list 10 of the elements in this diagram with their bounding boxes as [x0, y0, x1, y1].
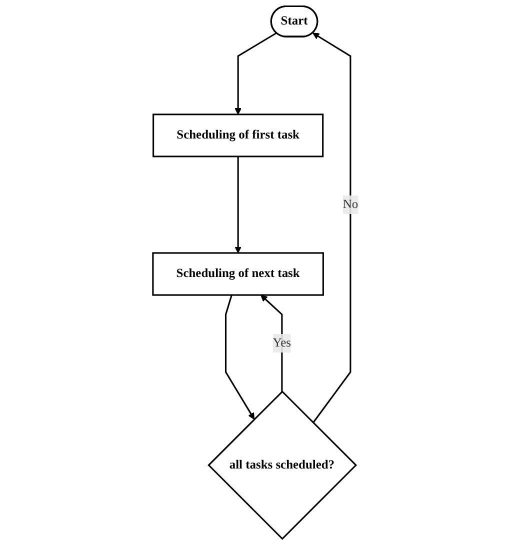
node-diamond: all tasks scheduled? — [208, 390, 358, 540]
arrow — [260, 294, 283, 392]
node-box: Scheduling of next task — [152, 252, 324, 296]
arrow — [312, 32, 352, 424]
edge-label: No — [342, 198, 358, 211]
node-box: Scheduling of first task — [152, 114, 324, 158]
arrow — [234, 156, 242, 254]
edge-label: Yes — [272, 336, 291, 350]
arrow — [234, 32, 277, 115]
arrow — [224, 294, 255, 420]
